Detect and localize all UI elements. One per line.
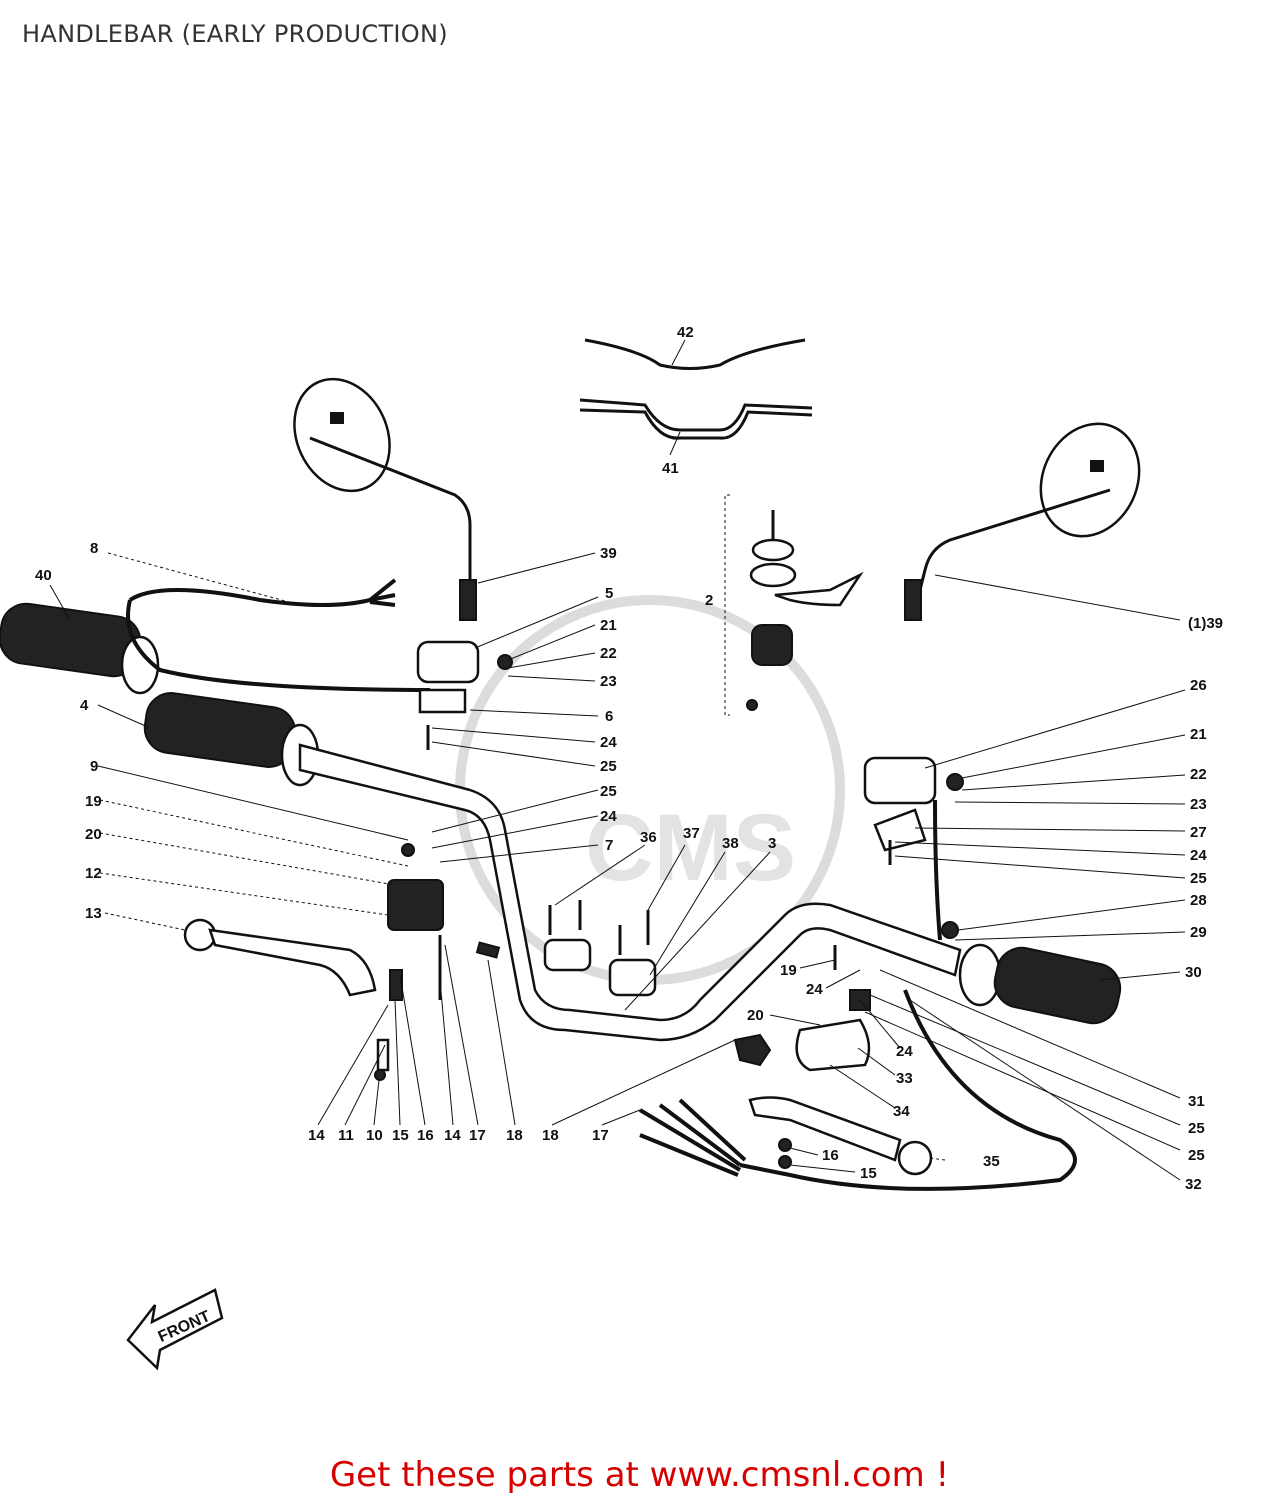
left-lever-assembly <box>183 843 501 1081</box>
callout-31: 31 <box>1188 1093 1205 1110</box>
callout-17-bottom-a: 17 <box>469 1127 486 1144</box>
callout-25-left-a: 25 <box>600 758 617 775</box>
callout-18-bottom-a: 18 <box>506 1127 523 1144</box>
front-direction-arrow: FRONT <box>126 1288 224 1371</box>
page-title: HANDLEBAR (EARLY PRODUCTION) <box>22 20 448 48</box>
right-grip-30 <box>958 943 1122 1025</box>
group-bracket-2 <box>724 494 730 716</box>
switch-housing-left <box>416 640 513 750</box>
callout-21-right: 21 <box>1190 726 1207 743</box>
callout-24-right-c: 24 <box>896 1043 913 1060</box>
callout-17-bottom-b: 17 <box>592 1127 609 1144</box>
callout-33: 33 <box>896 1070 913 1087</box>
right-mirror <box>904 422 1141 621</box>
callout-15-right: 15 <box>860 1165 877 1182</box>
callout-labels: 42 41 2 8 40 39 5 21 22 23 6 24 25 4 9 1… <box>35 324 1223 1193</box>
callout-12: 12 <box>85 865 102 882</box>
switch-wires <box>638 1098 747 1177</box>
callout-11: 11 <box>338 1127 354 1144</box>
callout-7: 7 <box>605 837 613 854</box>
callout-30: 30 <box>1185 964 1202 981</box>
left-grip-40 <box>0 602 160 695</box>
callout-8: 8 <box>90 540 98 557</box>
callout-4: 4 <box>80 697 89 714</box>
callout-22-left: 22 <box>600 645 617 662</box>
handlebar-brace-42 <box>584 338 806 370</box>
callout-20-right: 20 <box>747 1007 764 1024</box>
callout-23-right: 23 <box>1190 796 1207 813</box>
callout-15-bottom: 15 <box>392 1127 409 1144</box>
callout-14-bottom-a: 14 <box>308 1127 325 1144</box>
callout-25-right-c: 25 <box>1188 1147 1205 1164</box>
wire-harness-8 <box>126 578 431 692</box>
callout-36: 36 <box>640 829 657 846</box>
callout-24-left-a: 24 <box>600 734 617 751</box>
throttle-cable-32 <box>739 799 1077 1191</box>
callout-25-right-b: 25 <box>1188 1120 1205 1137</box>
callout-35: 35 <box>983 1153 1000 1170</box>
left-grip-4 <box>143 692 320 787</box>
handlebar-brace-41 <box>579 398 813 432</box>
callout-6: 6 <box>605 708 613 725</box>
callout-27: 27 <box>1190 824 1207 841</box>
callout-22-right: 22 <box>1190 766 1207 783</box>
callout-32: 32 <box>1185 1176 1202 1193</box>
callout-10: 10 <box>366 1127 383 1144</box>
callout-23-left: 23 <box>600 673 617 690</box>
callout-41: 41 <box>662 460 679 477</box>
handlebar-brace-41-lower <box>579 408 813 440</box>
handlebar-clamps <box>543 900 657 997</box>
callout-24-right-a: 24 <box>1190 847 1207 864</box>
callout-25-left-b: 25 <box>600 783 617 800</box>
callout-20-left: 20 <box>85 826 102 843</box>
choke-lever-assembly <box>746 510 864 711</box>
callout-13: 13 <box>85 905 102 922</box>
callout-26: 26 <box>1190 677 1207 694</box>
callout-19-right: 19 <box>780 962 797 979</box>
callout-24-left-b: 24 <box>600 808 617 825</box>
callout-39: 39 <box>600 545 617 562</box>
callout-34: 34 <box>893 1103 910 1120</box>
callout-25-right-a: 25 <box>1190 870 1207 887</box>
callout-16-right: 16 <box>822 1147 839 1164</box>
right-lever-assembly <box>733 945 933 1176</box>
watermark-text: CMS <box>585 795 796 901</box>
callout-5: 5 <box>605 585 613 602</box>
callout-21-left: 21 <box>600 617 617 634</box>
callout-3: 3 <box>768 835 776 852</box>
left-mirror <box>293 377 477 621</box>
callout-28: 28 <box>1190 892 1207 909</box>
callout-38: 38 <box>722 835 739 852</box>
callout-16-bottom: 16 <box>417 1127 434 1144</box>
callout-1-39: (1)39 <box>1188 615 1223 632</box>
callout-37: 37 <box>683 825 700 842</box>
callout-29: 29 <box>1190 924 1207 941</box>
callout-19-left: 19 <box>85 793 102 810</box>
callout-14-bottom-b: 14 <box>444 1127 461 1144</box>
callout-9: 9 <box>90 758 98 775</box>
callout-40: 40 <box>35 567 52 584</box>
callout-24-right-b: 24 <box>806 981 823 998</box>
callout-2: 2 <box>705 592 713 609</box>
switch-housing-right <box>863 756 964 865</box>
leader-lines <box>49 339 1186 1181</box>
callout-42: 42 <box>677 324 694 341</box>
get-parts-link-text[interactable]: Get these parts at www.cmsnl.com ! <box>329 1455 950 1495</box>
main-handlebar-3 <box>298 743 962 1042</box>
callout-18-bottom-b: 18 <box>542 1127 559 1144</box>
